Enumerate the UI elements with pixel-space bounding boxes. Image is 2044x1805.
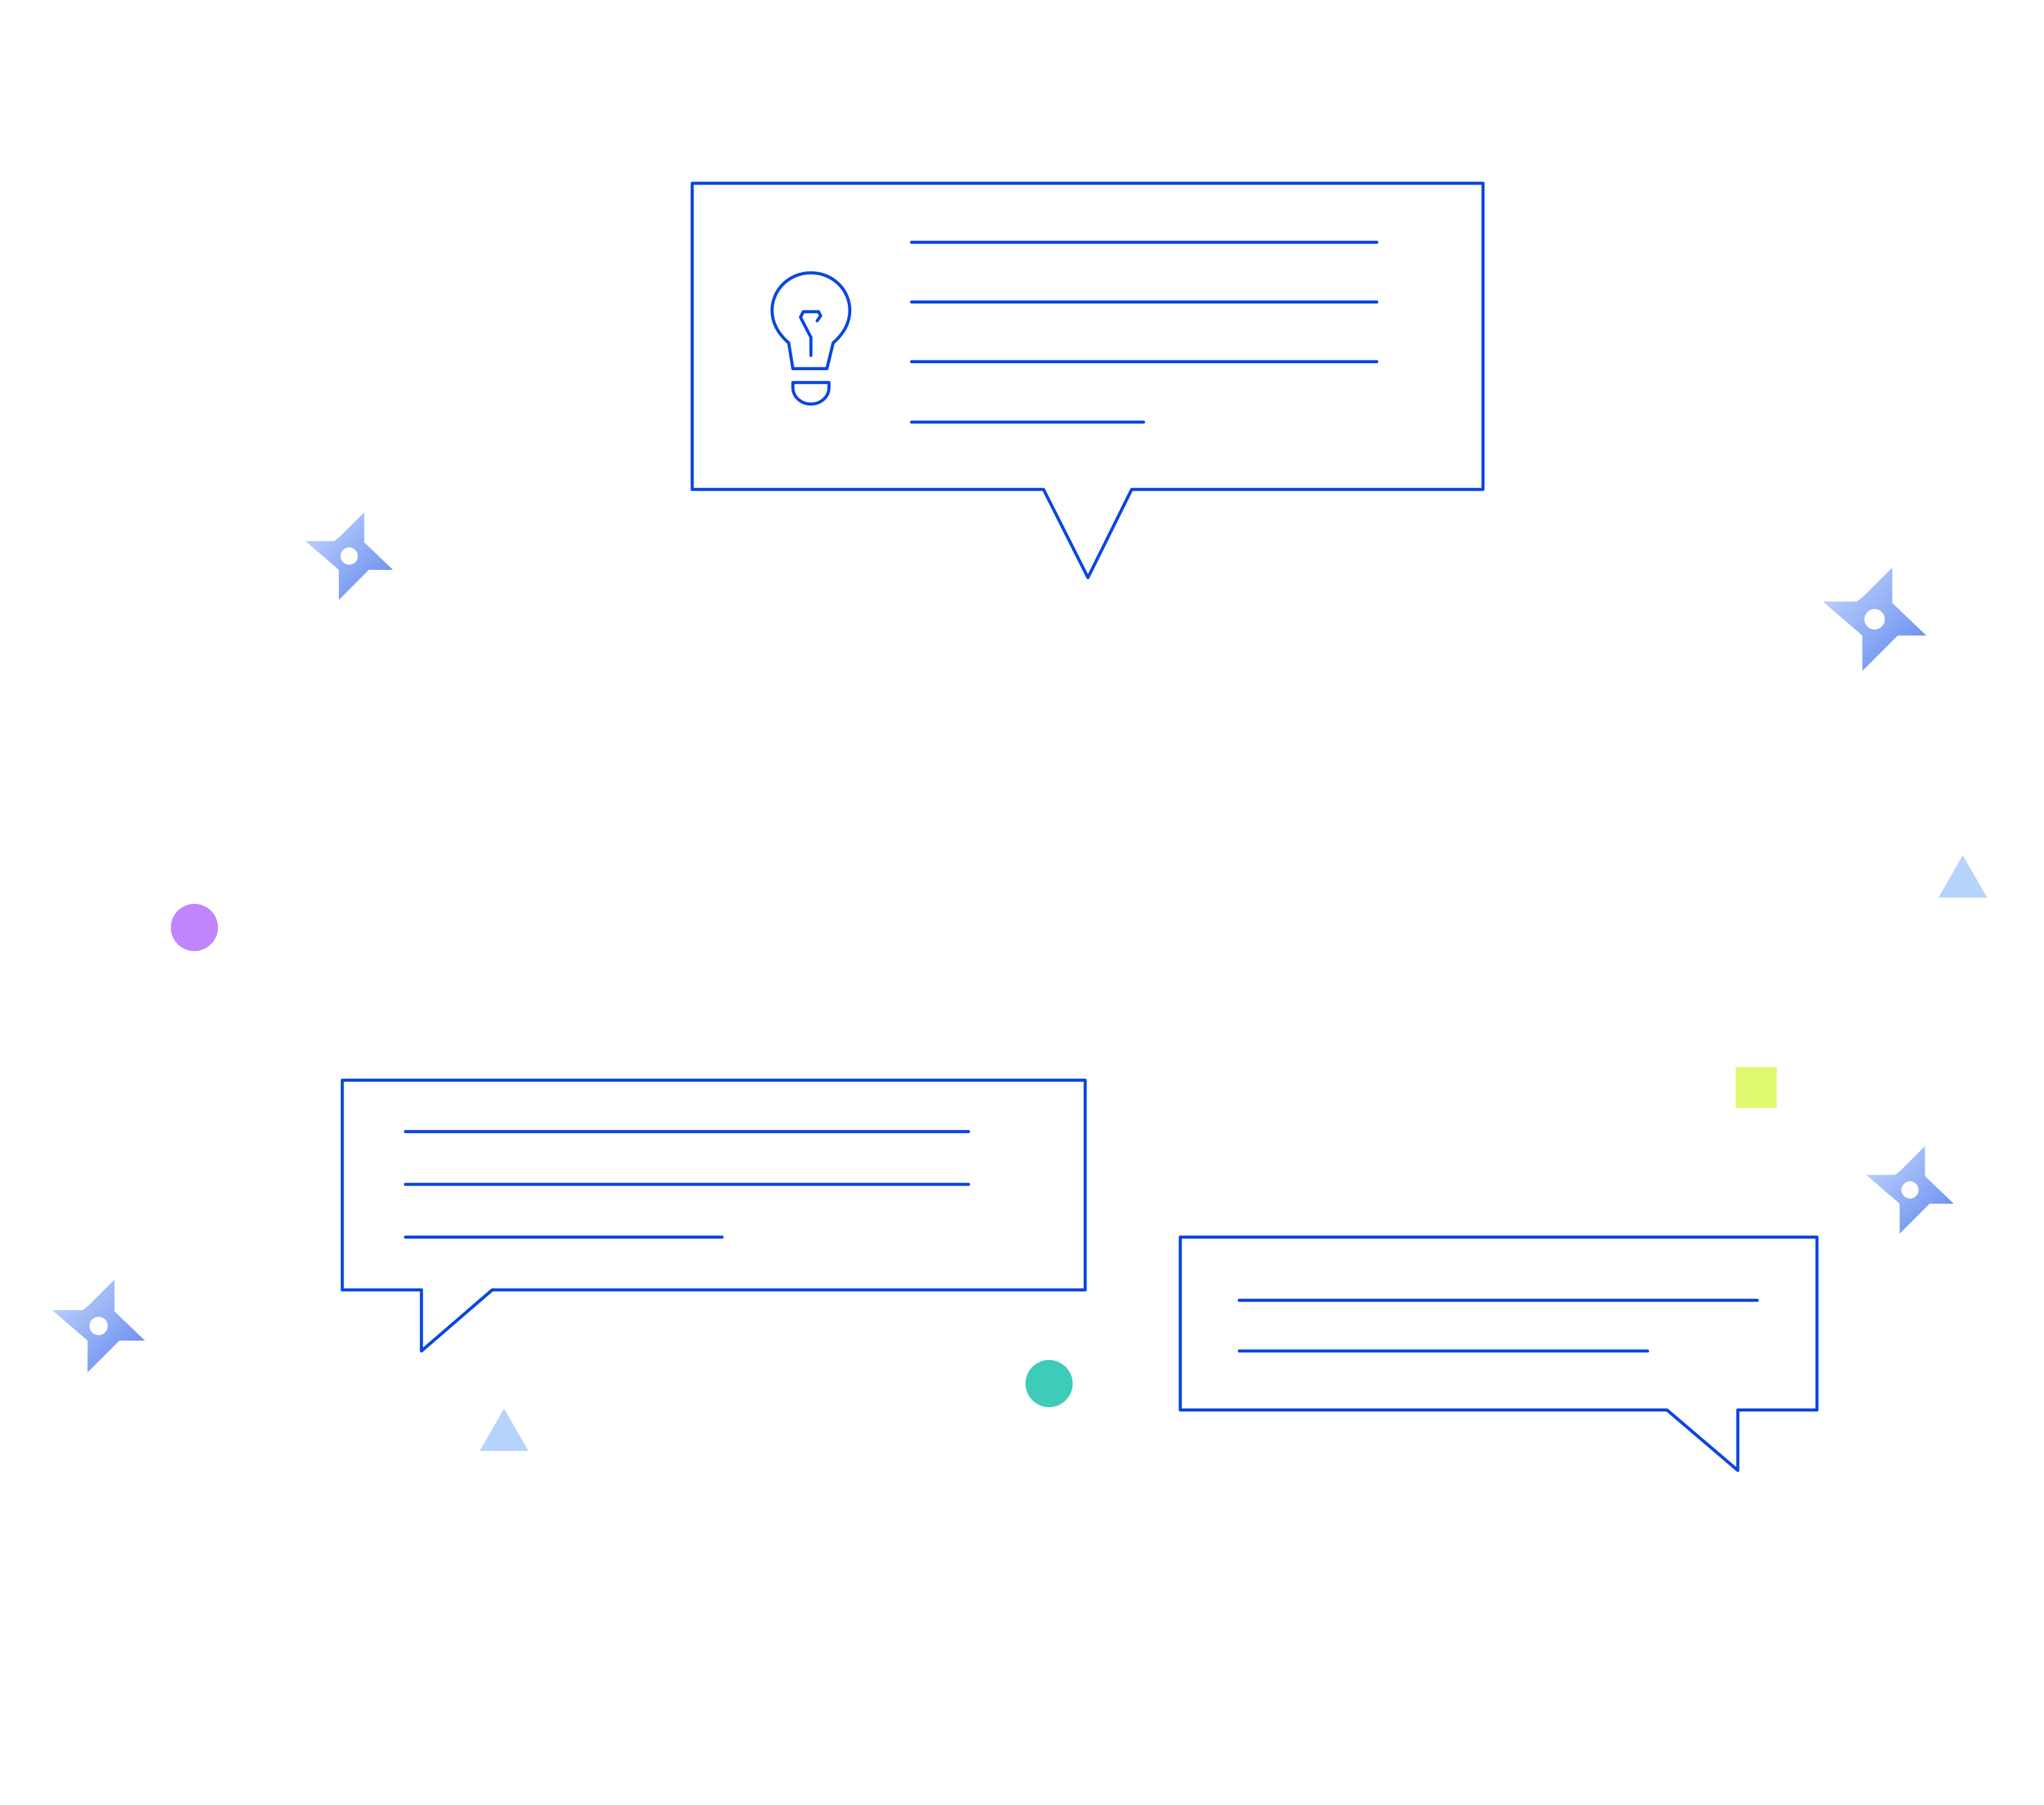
teal-dot	[1025, 1360, 1073, 1407]
bulb-glass	[770, 271, 852, 371]
left-bubble-text-lines	[403, 1130, 971, 1239]
left-speech-bubble	[340, 1078, 1087, 1353]
lightbulb-icon	[770, 271, 852, 406]
top-bubble-text-lines	[910, 240, 1379, 424]
bulb-base	[791, 380, 831, 406]
right-bubble-text-lines	[1237, 1298, 1759, 1353]
bulb-filament	[798, 310, 823, 358]
left-bubble-outline	[340, 1078, 1087, 1353]
lime-square	[1736, 1067, 1777, 1108]
purple-dot	[171, 904, 218, 951]
right-speech-bubble	[1178, 1235, 1819, 1472]
triangle-shape	[480, 1409, 528, 1451]
triangle-shape	[1938, 855, 1987, 898]
top-bubble-outline	[690, 181, 1485, 580]
right-bubble-outline	[1178, 1235, 1819, 1472]
top-speech-bubble	[690, 181, 1485, 580]
